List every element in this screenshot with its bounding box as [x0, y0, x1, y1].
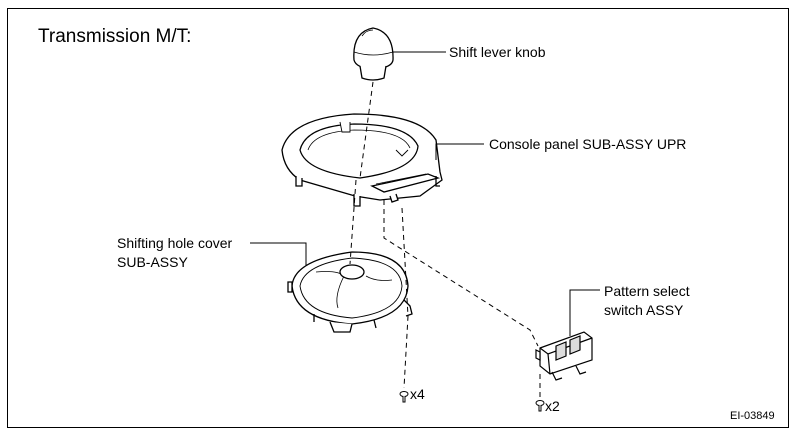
diagram-frame — [7, 8, 789, 428]
console-panel-drawing — [281, 113, 443, 207]
label-pattern-switch-line1: Pattern select — [604, 283, 690, 299]
shift-knob-drawing — [353, 27, 394, 81]
screw-x2-drawing — [535, 400, 545, 412]
label-hole-cover-line2: SUB-ASSY — [117, 254, 188, 270]
hole-cover-drawing — [287, 251, 413, 333]
leader-lines — [250, 51, 600, 336]
label-screw-count-x4: x4 — [410, 386, 425, 402]
figure-code: EI-03849 — [730, 410, 775, 422]
label-pattern-switch-line2: switch ASSY — [604, 302, 684, 318]
screw-x4-drawing — [399, 391, 409, 403]
label-console-panel: Console panel SUB-ASSY UPR — [489, 136, 687, 152]
assembly-lines — [349, 81, 541, 398]
label-hole-cover-line1: Shifting hole cover — [117, 235, 233, 251]
pattern-switch-drawing — [535, 331, 593, 381]
diagram-title: Transmission M/T: — [38, 26, 192, 47]
label-screw-count-x2: x2 — [545, 398, 560, 414]
label-shift-lever-knob: Shift lever knob — [449, 44, 546, 60]
